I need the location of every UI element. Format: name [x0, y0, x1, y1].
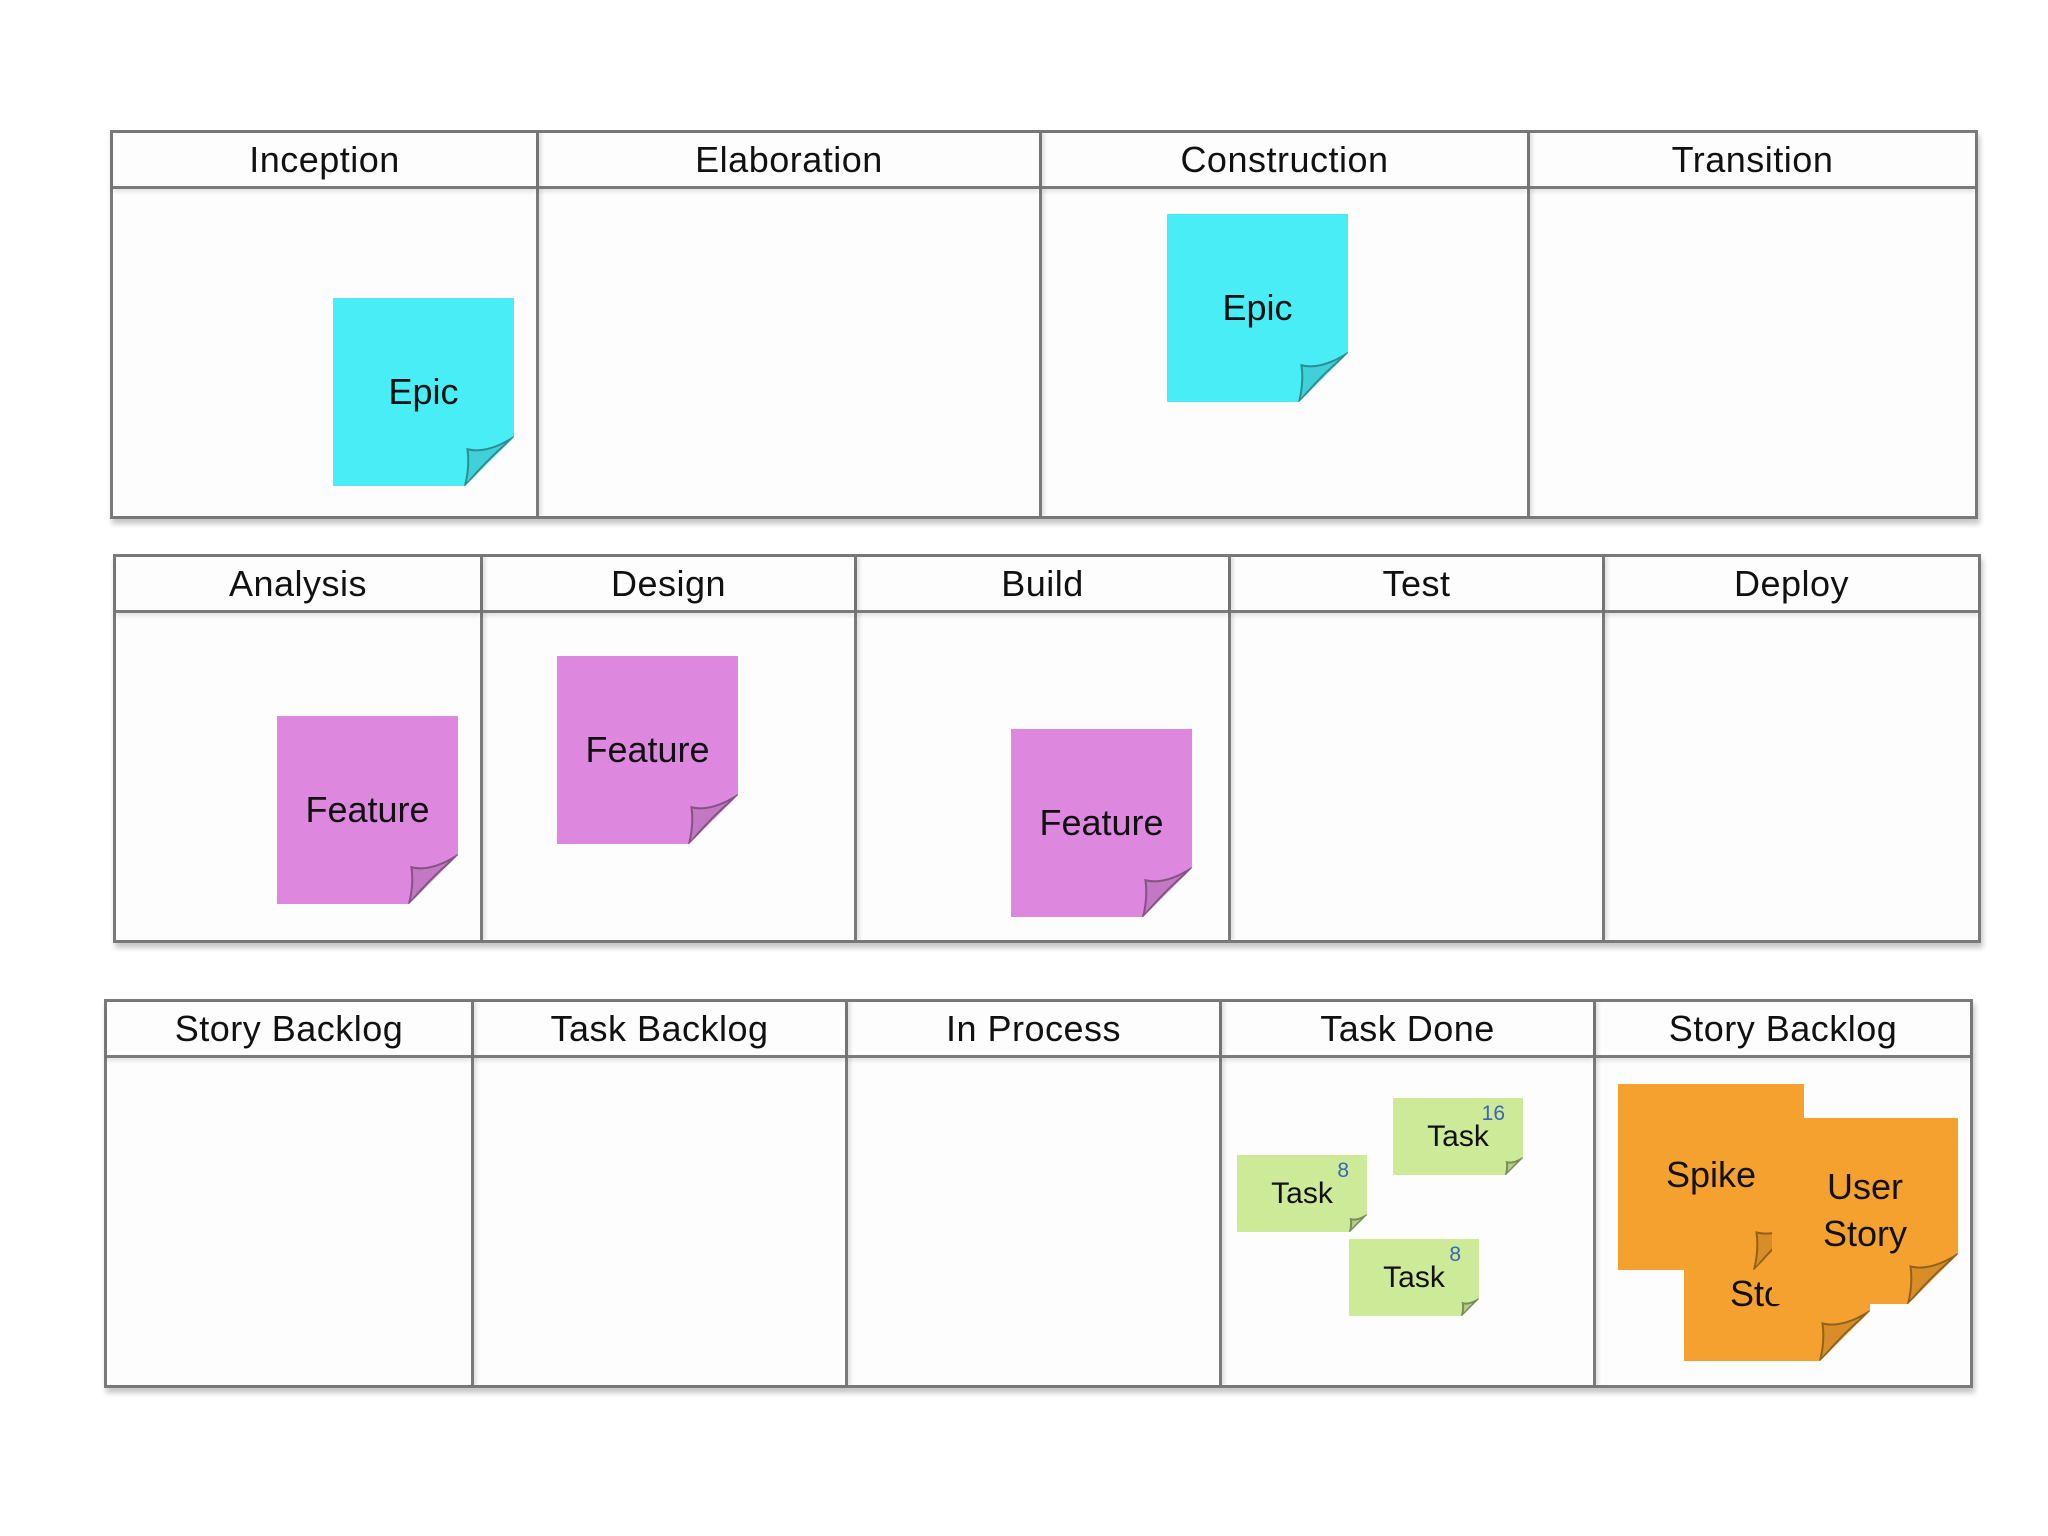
- column-header: Inception: [113, 133, 536, 189]
- column-story-backlog: Story Backlog: [107, 1002, 474, 1385]
- feature-note[interactable]: Feature: [557, 656, 738, 844]
- column-task-done: Task Done: [1222, 1002, 1596, 1385]
- column-header: Design: [483, 557, 854, 613]
- column-header: Elaboration: [539, 133, 1039, 189]
- note-label: Spike: [1666, 1154, 1757, 1195]
- user-story-note[interactable]: User Story: [1772, 1118, 1958, 1304]
- column-build: Build: [857, 557, 1231, 940]
- task-note[interactable]: Task 8: [1349, 1239, 1479, 1316]
- column-transition: Transition: [1530, 133, 1975, 516]
- feature-note[interactable]: Feature: [277, 716, 458, 904]
- column-construction: Construction: [1042, 133, 1530, 516]
- column-header: Story Backlog: [107, 1002, 471, 1058]
- column-header: In Process: [848, 1002, 1219, 1058]
- column-header: Task Backlog: [474, 1002, 845, 1058]
- column-task-backlog: Task Backlog: [474, 1002, 848, 1385]
- column-header: Task Done: [1222, 1002, 1593, 1058]
- column-header: Analysis: [116, 557, 480, 613]
- column-header: Transition: [1530, 133, 1975, 189]
- column-deploy: Deploy: [1605, 557, 1978, 940]
- column-in-process: In Process: [848, 1002, 1222, 1385]
- column-story-done: Story Backlog: [1596, 1002, 1970, 1385]
- epic-note[interactable]: Epic: [1167, 214, 1348, 402]
- note-label: Feature: [1039, 801, 1164, 843]
- estimate-badge: 8: [1337, 1159, 1349, 1182]
- estimate-badge: 8: [1449, 1243, 1461, 1266]
- column-header: Test: [1231, 557, 1602, 613]
- note-label: Task: [1427, 1120, 1489, 1153]
- column-analysis: Analysis: [116, 557, 483, 940]
- note-label: Epic: [1222, 286, 1293, 328]
- column-header: Construction: [1042, 133, 1527, 189]
- task-note[interactable]: Task 8: [1237, 1155, 1367, 1232]
- estimate-badge: 16: [1481, 1102, 1505, 1125]
- note-label: Feature: [585, 728, 710, 770]
- column-header: Deploy: [1605, 557, 1978, 613]
- feature-note[interactable]: Feature: [1011, 729, 1192, 917]
- note-label: Task: [1383, 1261, 1445, 1294]
- epic-note[interactable]: Epic: [333, 298, 514, 486]
- note-label: User Story: [1822, 1166, 1908, 1254]
- note-label: Feature: [305, 788, 430, 830]
- column-header: Story Backlog: [1596, 1002, 1970, 1058]
- column-inception: Inception: [113, 133, 539, 516]
- column-elaboration: Elaboration: [539, 133, 1042, 516]
- note-label: Epic: [388, 370, 459, 412]
- column-design: Design: [483, 557, 857, 940]
- column-header: Build: [857, 557, 1228, 613]
- column-test: Test: [1231, 557, 1605, 940]
- note-label: Task: [1271, 1177, 1333, 1210]
- task-note[interactable]: Task 16: [1393, 1098, 1523, 1175]
